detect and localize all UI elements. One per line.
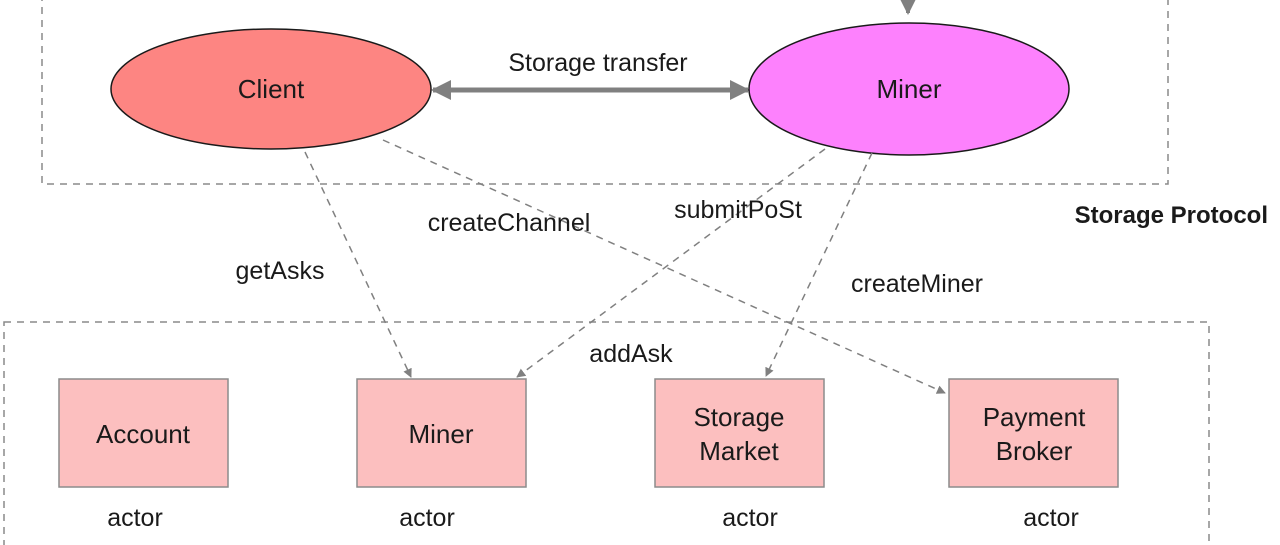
create-channel-label: createChannel (428, 209, 591, 237)
storage-protocol-boundary (41, 0, 1169, 185)
miner-label: Miner (876, 74, 941, 104)
create-miner-arrow (765, 152, 873, 377)
actor-storage-market-label-line1: Storage (693, 402, 784, 432)
actor-account: Account actor (58, 378, 229, 532)
storage-protocol-title: Storage Protocol (1075, 202, 1268, 229)
create-miner-label: createMiner (851, 270, 983, 298)
actor-box (654, 378, 825, 488)
actor-box (948, 378, 1119, 488)
actor-caption: actor (722, 504, 778, 532)
create-channel-arrow (382, 139, 946, 394)
actor-payment-broker: Payment Broker actor (948, 378, 1119, 532)
actor-storage-market: Storage Market actor (654, 378, 825, 532)
client-label: Client (238, 74, 305, 104)
actor-caption: actor (1023, 504, 1079, 532)
storage-transfer-label: Storage transfer (508, 49, 687, 77)
actor-miner: Miner actor (356, 378, 527, 532)
actor-caption: actor (107, 504, 163, 532)
actor-payment-broker-label-line2: Broker (996, 436, 1073, 466)
actor-miner-label: Miner (408, 419, 473, 449)
actor-payment-broker-label-line1: Payment (983, 402, 1086, 432)
actor-box (356, 378, 527, 488)
miner-node (748, 22, 1070, 156)
get-asks-label: getAsks (236, 257, 325, 285)
actor-account-label: Account (96, 419, 191, 449)
get-asks-arrow (304, 151, 412, 378)
client-node (110, 28, 432, 150)
actor-caption: actor (399, 504, 455, 532)
submit-post-label: submitPoSt (674, 196, 802, 224)
actors-boundary (3, 321, 1210, 545)
actor-box (58, 378, 229, 488)
add-ask-label: addAsk (589, 340, 673, 368)
actor-storage-market-label-line2: Market (699, 436, 779, 466)
